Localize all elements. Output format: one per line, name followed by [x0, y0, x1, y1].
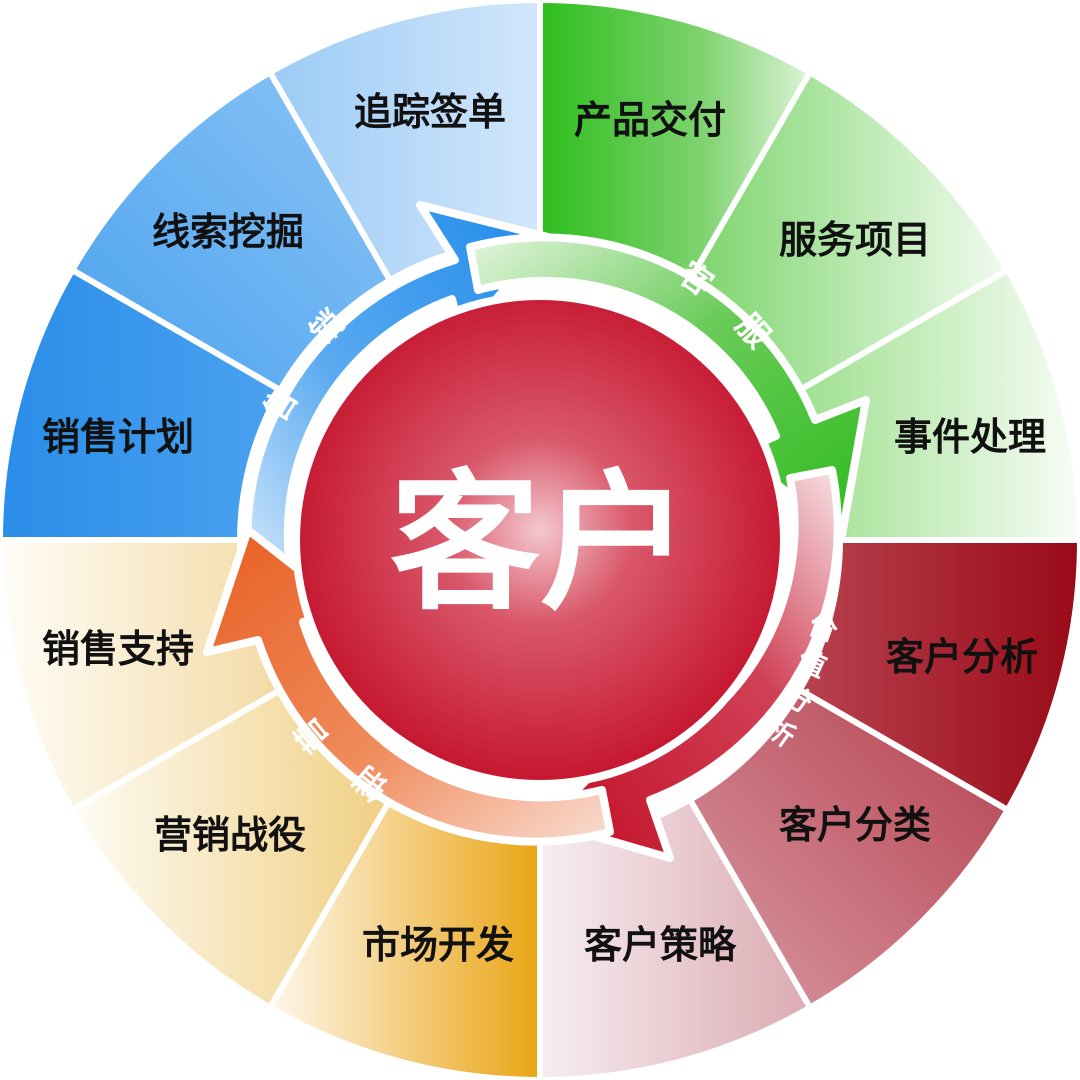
quadrant-marketing	[0, 537, 543, 1080]
sector-label: 产品交付	[574, 98, 726, 142]
sector-label: 服务项目	[779, 218, 931, 262]
sector-label: 线索挖掘	[152, 210, 304, 254]
quadrant-value-analysis	[537, 537, 1080, 1080]
sector-label: 客户策略	[584, 923, 737, 967]
sector-label: 事件处理	[894, 415, 1046, 459]
center-label: 客户	[390, 457, 690, 631]
quadrant-sales	[0, 0, 543, 543]
sector-label: 市场开发	[362, 923, 514, 967]
sector-label: 销售支持	[42, 627, 194, 671]
center-circle[interactable]	[300, 300, 780, 780]
sector-label: 营销战役	[154, 813, 306, 857]
sector-label: 销售计划	[42, 415, 194, 459]
sector-label: 客户分析	[886, 635, 1038, 679]
sector-label: 客户分类	[779, 803, 931, 847]
sector-label: 追踪签单	[354, 90, 506, 134]
